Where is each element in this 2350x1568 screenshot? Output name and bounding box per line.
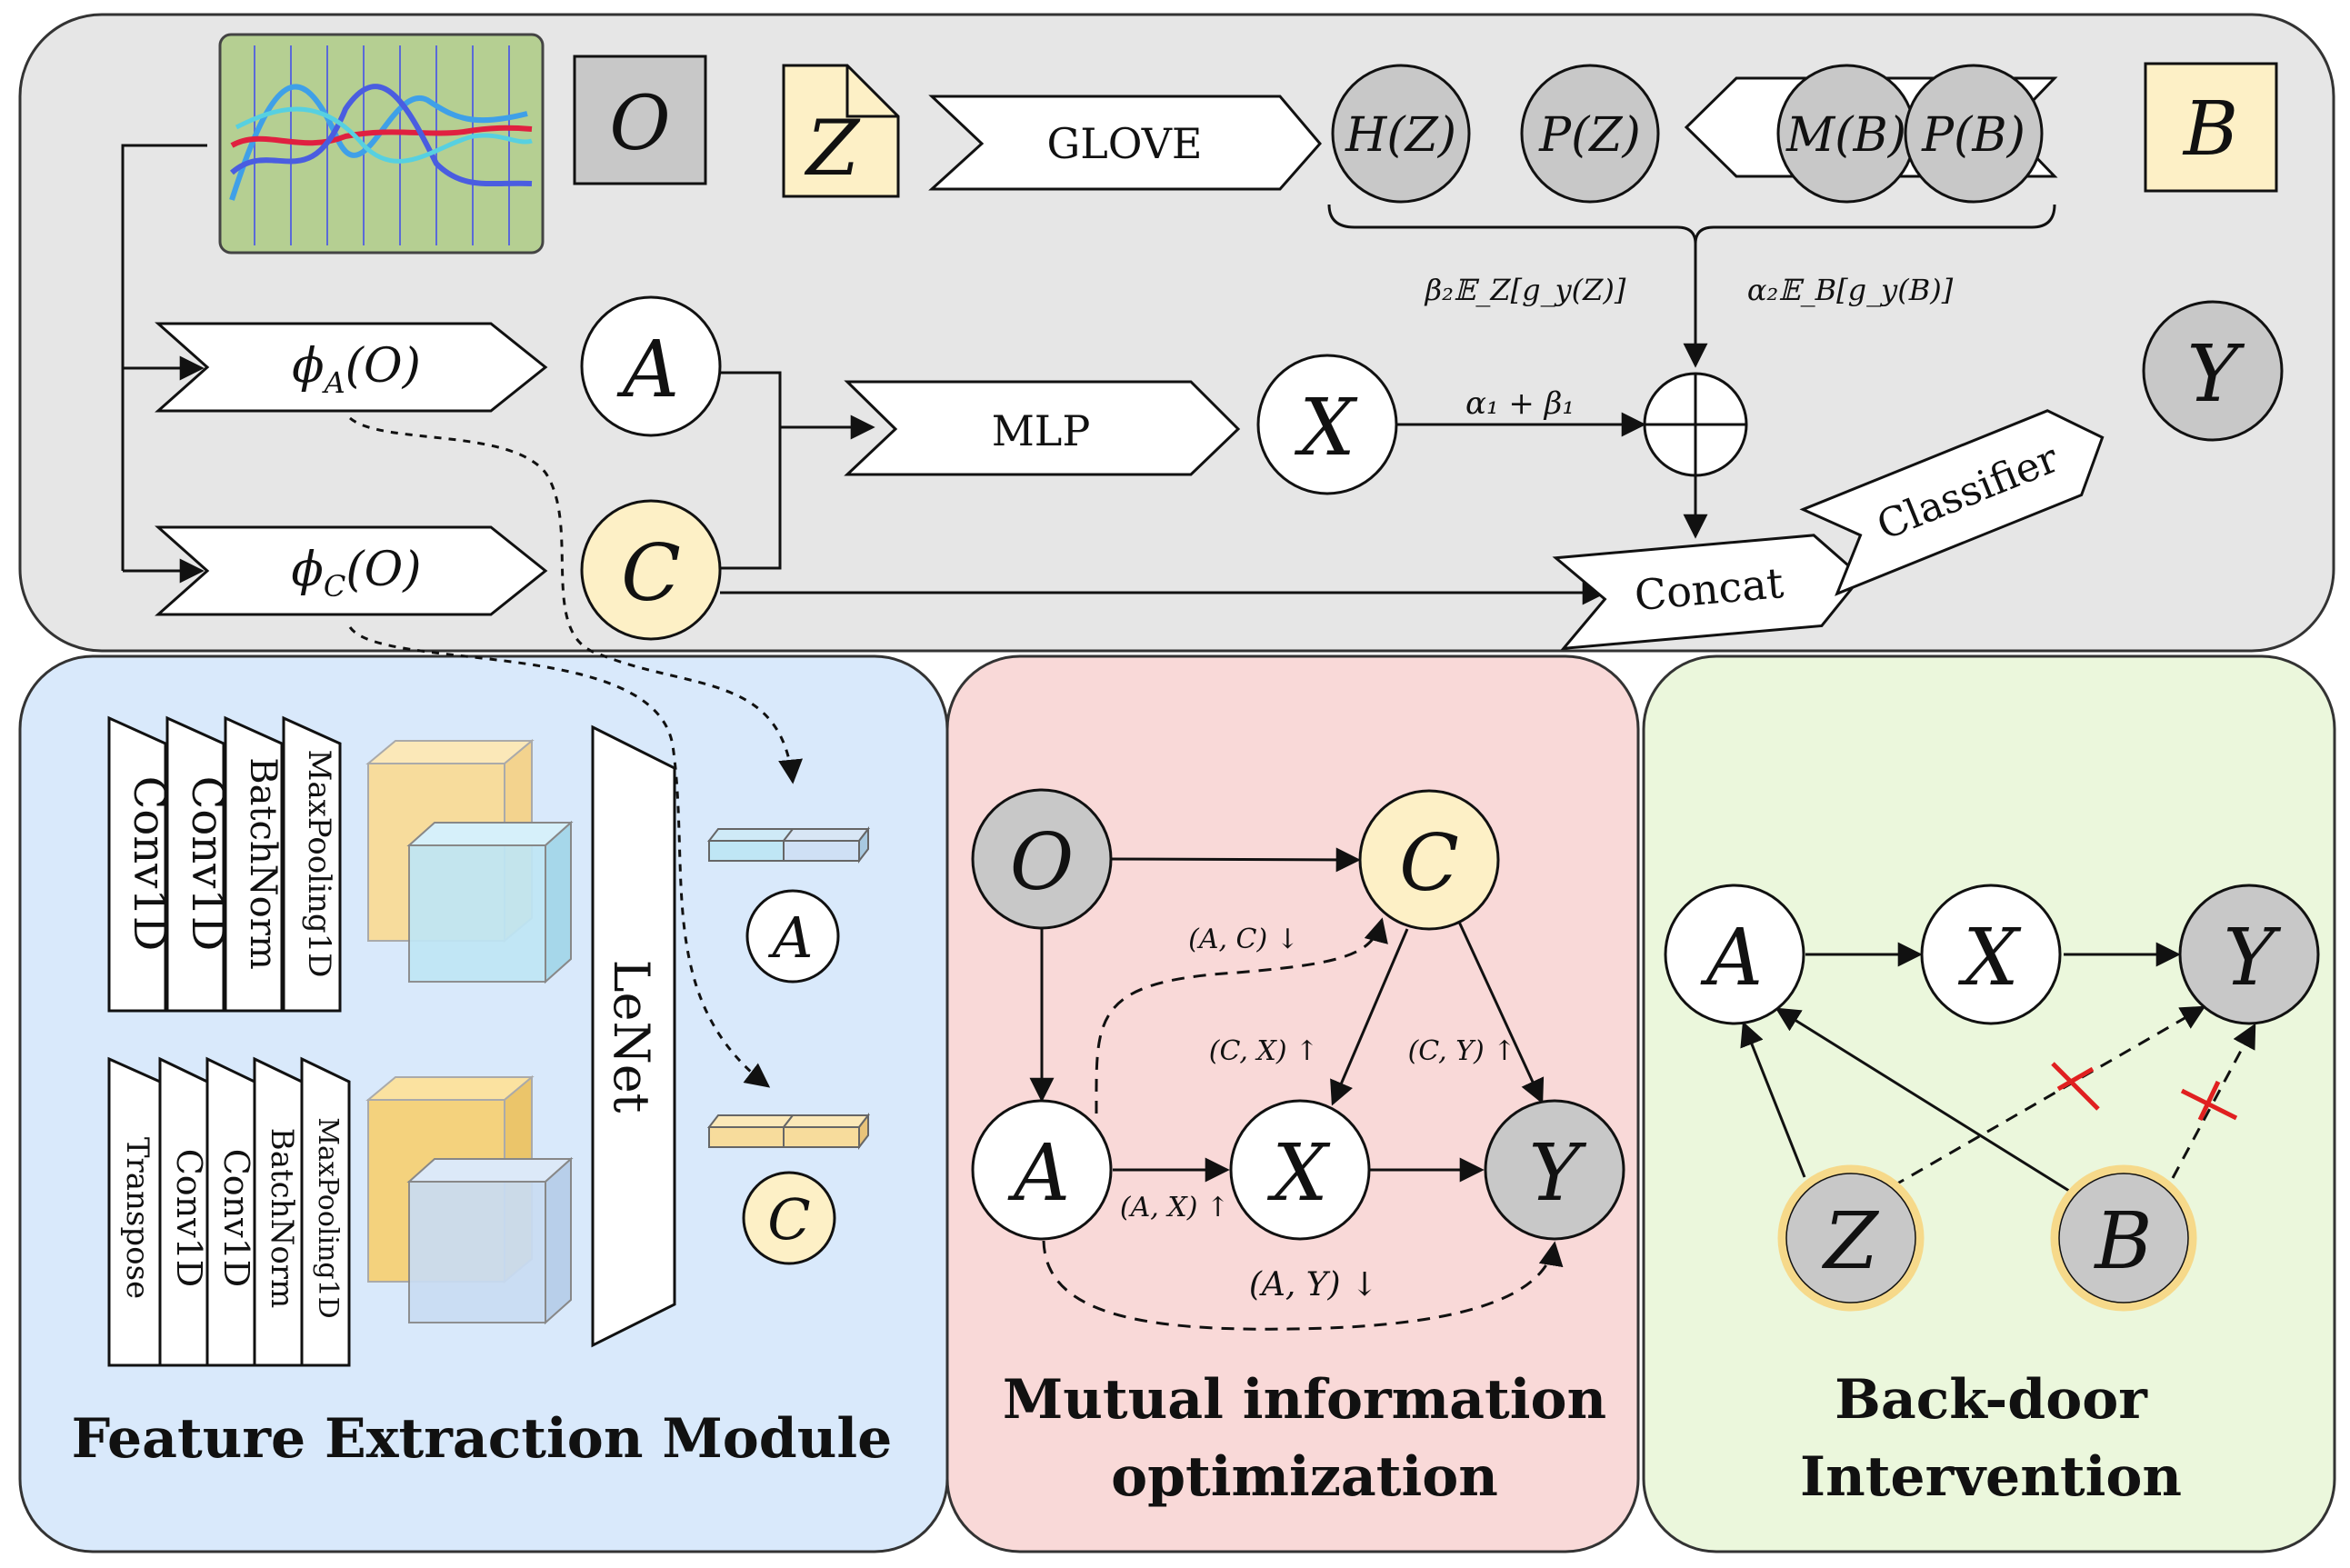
node-pb: P(B) [1904,64,2044,204]
classifier-block: Classifier [1799,409,2105,596]
svg-text:Z: Z [804,104,861,193]
layer-stack-1: Conv1D Conv1D BatchNorm MaxPooling1D [107,715,342,1013]
svg-text:A: A [616,325,679,415]
svg-text:B: B [2093,1196,2152,1287]
mlp-block: MLP [844,380,1241,476]
svg-text:BatchNorm: BatchNorm [242,757,284,970]
svg-text:Conv1D: Conv1D [124,776,175,952]
alpha-beta-label: α₁ + β₁ [1465,385,1575,422]
phi-c-block: ϕC(O) [155,525,548,616]
mutual-information-panel: (A, C) ↓ (C, X) ↑ (C, Y) ↑ (A, X) ↑ (A, … [945,654,1640,1553]
svg-text:A: A [768,904,814,971]
label-ax: (A, X) ↑ [1120,1192,1229,1223]
svg-text:Y: Y [2224,913,2282,1004]
svg-text:O: O [609,81,670,167]
svg-text:C: C [1399,818,1459,909]
bd-node-x: X [1920,884,2062,1025]
mi-node-a: A [971,1099,1113,1241]
observation-o-box: O [573,55,707,185]
embedding-c-bar [706,1113,871,1150]
feature-module-title: Feature Extraction Module [72,1407,893,1471]
phi-a-block: ϕA(O) [155,322,548,413]
lenet-block: LeNet [591,724,676,1348]
svg-text:A: A [1700,913,1763,1004]
svg-text:P(Z): P(Z) [1538,108,1641,163]
sum-node [1643,372,1748,477]
node-x-top: X [1256,354,1398,495]
svg-text:X: X [1266,1128,1331,1219]
confounder-b-box: B [2144,62,2278,193]
svg-text:H(Z): H(Z) [1345,108,1456,163]
svg-text:Transpose: Transpose [119,1137,155,1299]
glove-block: GLOVE [928,95,1322,191]
top-pipeline-panel: O Z GLOVE H(Z) P(Z) M(B) P [18,13,2335,653]
svg-text:B: B [2182,86,2238,173]
node-y-top: Y [2142,300,2284,442]
label-cx: (C, X) ↑ [1209,1035,1318,1067]
blocked-mark-z [2051,1062,2100,1111]
svg-text:Conv1D: Conv1D [169,1149,209,1288]
label-ac: (A, C) ↓ [1188,924,1299,955]
svg-text:MaxPooling1D: MaxPooling1D [301,750,337,978]
svg-text:MLP: MLP [992,406,1091,455]
bd-node-a: A [1664,884,1805,1025]
svg-text:Y: Y [1529,1128,1587,1219]
node-a-top: A [580,295,722,437]
node-hz: H(Z) [1331,64,1471,204]
svg-text:ϕA(O): ϕA(O) [292,339,421,400]
svg-text:ϕC(O): ϕC(O) [291,543,421,604]
svg-text:C: C [621,528,681,619]
svg-text:M(B): M(B) [1785,108,1906,163]
embedding-a-bar [706,826,871,864]
feature-cubes-top [365,738,574,984]
svg-text:Conv1D: Conv1D [216,1149,256,1288]
svg-text:C: C [767,1186,810,1253]
signal-thumbnail [218,33,545,255]
mi-node-o: O [971,788,1113,930]
svg-text:LeNet: LeNet [603,960,660,1114]
mutual-info-title-line1: Mutual information [1003,1368,1606,1432]
node-mb: M(B) [1776,64,1916,204]
layer-stack-2: Transpose Conv1D Conv1D BatchNorm MaxPoo… [107,1056,351,1367]
svg-text:Y: Y [2187,329,2245,420]
backdoor-title-line2: Intervention [1800,1445,2182,1509]
svg-text:A: A [1007,1128,1070,1219]
bd-node-y: Y [2178,884,2320,1025]
feature-extraction-panel: Conv1D Conv1D BatchNorm MaxPooling1D Tra… [18,654,949,1553]
svg-text:Z: Z [1821,1196,1879,1287]
alpha-expectation-label: α₂𝔼_B[g_y(B)] [1747,273,1954,307]
svg-text:BatchNorm: BatchNorm [264,1128,300,1309]
node-pz: P(Z) [1520,64,1660,204]
mi-node-x: X [1229,1099,1371,1241]
mi-node-y: Y [1484,1099,1625,1241]
backdoor-panel: A X Y Z B Back-door Intervention [1642,654,2336,1553]
svg-text:MaxPooling1D: MaxPooling1D [312,1117,344,1318]
node-c-feature: C [742,1171,836,1265]
z-document-icon: Z [782,64,900,198]
feature-cubes-bottom [365,1074,574,1325]
node-c-top: C [580,499,722,641]
backdoor-title-line1: Back-door [1835,1368,2148,1432]
label-cy: (C, Y) ↑ [1408,1035,1516,1067]
mi-node-c: C [1358,789,1500,931]
svg-text:Conv1D: Conv1D [182,776,233,952]
svg-text:X: X [1957,913,2022,1004]
blocked-mark-b [2180,1080,2238,1122]
svg-text:X: X [1294,383,1358,474]
bd-node-z: Z [1777,1164,1925,1312]
beta-expectation-label: β₂𝔼_Z[g_y(Z)] [1425,273,1626,307]
node-a-feature: A [745,889,840,984]
bd-node-b: B [2050,1164,2197,1312]
label-ay: (A, Y) ↓ [1249,1266,1378,1303]
svg-text:P(B): P(B) [1921,108,2025,163]
concat-block: Concat [1552,534,1864,651]
mutual-info-title-line2: optimization [1111,1445,1498,1509]
svg-text:GLOVE: GLOVE [1047,119,1203,168]
svg-text:O: O [1010,817,1075,908]
